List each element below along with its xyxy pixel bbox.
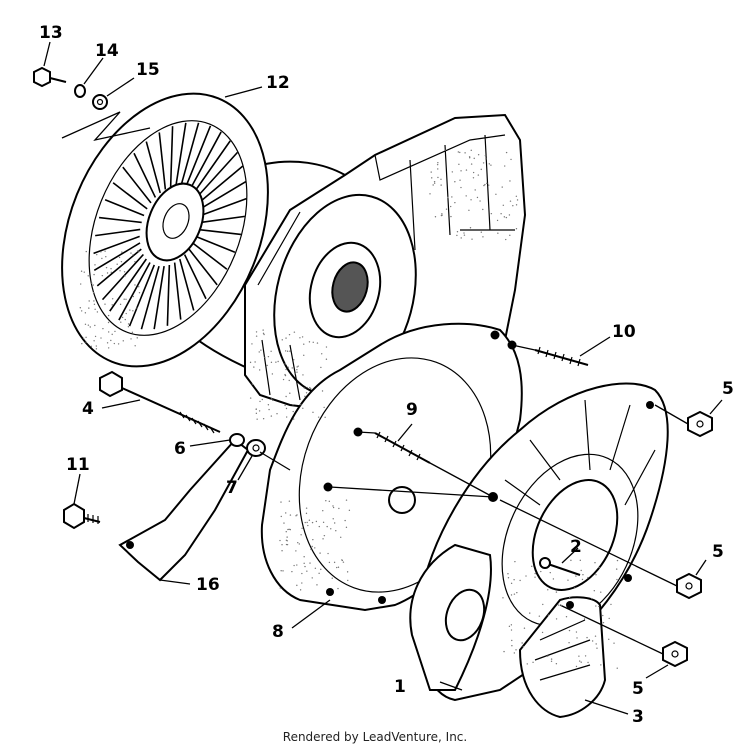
nut-middle[interactable] [676, 572, 702, 600]
fan-inner-ring [88, 120, 248, 336]
fan-blade [118, 262, 151, 321]
fan-hub-bore [162, 203, 190, 239]
fan-blade [109, 258, 147, 312]
fan-blade [122, 166, 152, 204]
bracket-outline [118, 438, 250, 582]
fan-blade [184, 125, 212, 188]
fan-blade [93, 235, 140, 255]
callout-2: 2 [570, 537, 582, 557]
long-bolt-head [99, 370, 123, 398]
short-bolt[interactable] [63, 502, 101, 530]
fan-blade [198, 228, 242, 236]
fan-blade [112, 182, 148, 210]
fan-blade [96, 248, 142, 287]
callout-1: 1 [394, 677, 406, 697]
fan-blade [101, 253, 144, 301]
cover-plate-outline [518, 596, 607, 719]
screw[interactable] [33, 66, 67, 88]
fan-blade [192, 242, 228, 270]
callout-5-upper: 5 [722, 379, 734, 399]
front-cover-holes [488, 401, 654, 582]
callout-12: 12 [266, 73, 290, 93]
fan-blade [199, 181, 247, 210]
stud-2[interactable] [539, 557, 581, 576]
fan-blade [169, 126, 174, 188]
fan-blade [189, 131, 222, 190]
callout-11: 11 [66, 455, 90, 475]
cover-plate-shading [534, 619, 591, 681]
fan-blade [199, 215, 245, 224]
long-bolt-thread [179, 411, 215, 434]
fan-blade [179, 258, 195, 311]
fan-blade [196, 151, 239, 199]
fan-blade [173, 262, 182, 320]
fan-blade [133, 152, 157, 198]
callout-10: 10 [612, 322, 636, 342]
callout-3: 3 [632, 707, 644, 727]
callout-14: 14 [95, 41, 119, 61]
long-bolt[interactable] [99, 370, 221, 434]
callout-4: 4 [82, 399, 94, 419]
callout-16: 16 [196, 575, 220, 595]
fan-blade [93, 242, 141, 271]
fan-blade [104, 199, 145, 217]
fan-blade [188, 248, 218, 286]
fan-blade [200, 197, 247, 217]
split-washer[interactable] [74, 84, 86, 98]
fan-blade [158, 132, 167, 190]
front-cover-opening [531, 479, 619, 591]
footer-credit: Rendered by LeadVenture, Inc. [282, 730, 468, 744]
fan-blade [195, 235, 236, 253]
front-cover-ribs [504, 399, 656, 506]
housing-top-ribs [374, 134, 515, 251]
washer-15[interactable] [92, 94, 108, 110]
nut-upper[interactable] [687, 410, 713, 438]
front-cover-ring [501, 453, 639, 627]
mount-boss-bore [444, 588, 486, 642]
fan-blade [175, 122, 187, 186]
fan-blade [193, 140, 231, 194]
fan-blade [166, 264, 171, 326]
nut-lower[interactable] [662, 640, 688, 668]
lock-washer[interactable] [229, 433, 245, 447]
housing-flange-edge [257, 211, 301, 401]
bracket-hole [126, 541, 134, 549]
callout-13: 13 [39, 23, 63, 43]
fan-blade [98, 216, 142, 224]
fan-blade [198, 165, 244, 204]
callout-6: 6 [174, 439, 186, 459]
callout-9: 9 [406, 400, 418, 420]
fan-blade [145, 141, 161, 194]
callout-5-lower: 5 [632, 679, 644, 699]
callout-8: 8 [272, 622, 284, 642]
cover-plate[interactable] [518, 596, 607, 719]
fan-blade [180, 122, 200, 187]
callout-7: 7 [226, 478, 238, 498]
fan-blade [95, 228, 141, 237]
back-plate-boss [388, 486, 416, 514]
bracket[interactable] [118, 438, 250, 582]
callout-15: 15 [136, 60, 160, 80]
callout-5-middle: 5 [712, 542, 724, 562]
fan-blade [153, 266, 165, 330]
fan-blade [183, 254, 207, 300]
cover-plate-hole [566, 601, 574, 609]
bearing-bore [331, 261, 369, 313]
front-cover[interactable] [409, 382, 669, 702]
fan-hub [145, 182, 205, 262]
stud-9[interactable] [374, 431, 431, 464]
fan-blade [128, 264, 156, 327]
fan-blades [93, 122, 247, 330]
fan-blade [140, 265, 160, 330]
callouts: 1 2 3 4 5 5 5 6 7 8 9 10 11 12 13 14 15 [39, 23, 734, 727]
stipple-shading [79, 149, 619, 669]
alignment-lines [61, 111, 689, 655]
stud-10[interactable] [534, 346, 589, 367]
